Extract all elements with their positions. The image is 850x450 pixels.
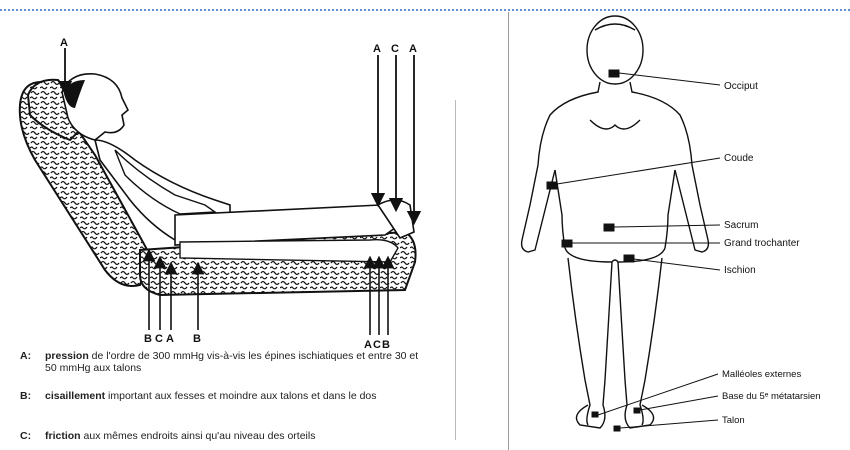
legend-text: aux mêmes endroits ainsi qu'au niveau de…: [81, 430, 316, 442]
legend-key: C:: [20, 430, 31, 442]
label-coude: Coude: [724, 153, 754, 164]
body-outline-rear: [522, 16, 709, 428]
label-base-5: Base du 5ᵉ métatarsien: [722, 391, 821, 402]
arrow-label-head: A: [60, 37, 68, 49]
arrow-label-seat-4: B: [193, 333, 201, 345]
arrow-label-seat-2: C: [155, 333, 163, 345]
legend-item-a: A: pression de l'ordre de 300 mmHg vis-à…: [20, 350, 430, 374]
legend-text: de l'ordre de 300 mmHg vis-à-vis les épi…: [45, 350, 418, 374]
label-talon: Talon: [722, 415, 745, 426]
pressure-point-markers: [547, 70, 720, 431]
legend-item-c: C: friction aux mêmes endroits ainsi qu'…: [20, 430, 430, 442]
arrow-label-seat-3: A: [166, 333, 174, 345]
arrow-label-feet-3: A: [409, 43, 417, 55]
label-sacrum: Sacrum: [724, 220, 758, 231]
arrow-label-feet-1: A: [373, 43, 381, 55]
legend-term: friction: [45, 430, 81, 442]
arrow-label-seat-1: B: [144, 333, 152, 345]
label-occiput: Occiput: [724, 81, 758, 92]
legend-term: cisaillement: [45, 390, 105, 402]
legend-key: A:: [20, 350, 31, 362]
legend-term: pression: [45, 350, 89, 362]
label-malleoles: Malléoles externes: [722, 369, 801, 380]
label-ischion: Ischion: [724, 265, 756, 276]
label-grand-trochanter: Grand trochanter: [724, 238, 800, 249]
legend-text: important aux fesses et moindre aux talo…: [105, 390, 376, 402]
pressure-arrows-top: [65, 48, 414, 218]
legend-key: B:: [20, 390, 31, 402]
legend-item-b: B: cisaillement important aux fesses et …: [20, 390, 430, 402]
arrow-label-feet-2: C: [391, 43, 399, 55]
